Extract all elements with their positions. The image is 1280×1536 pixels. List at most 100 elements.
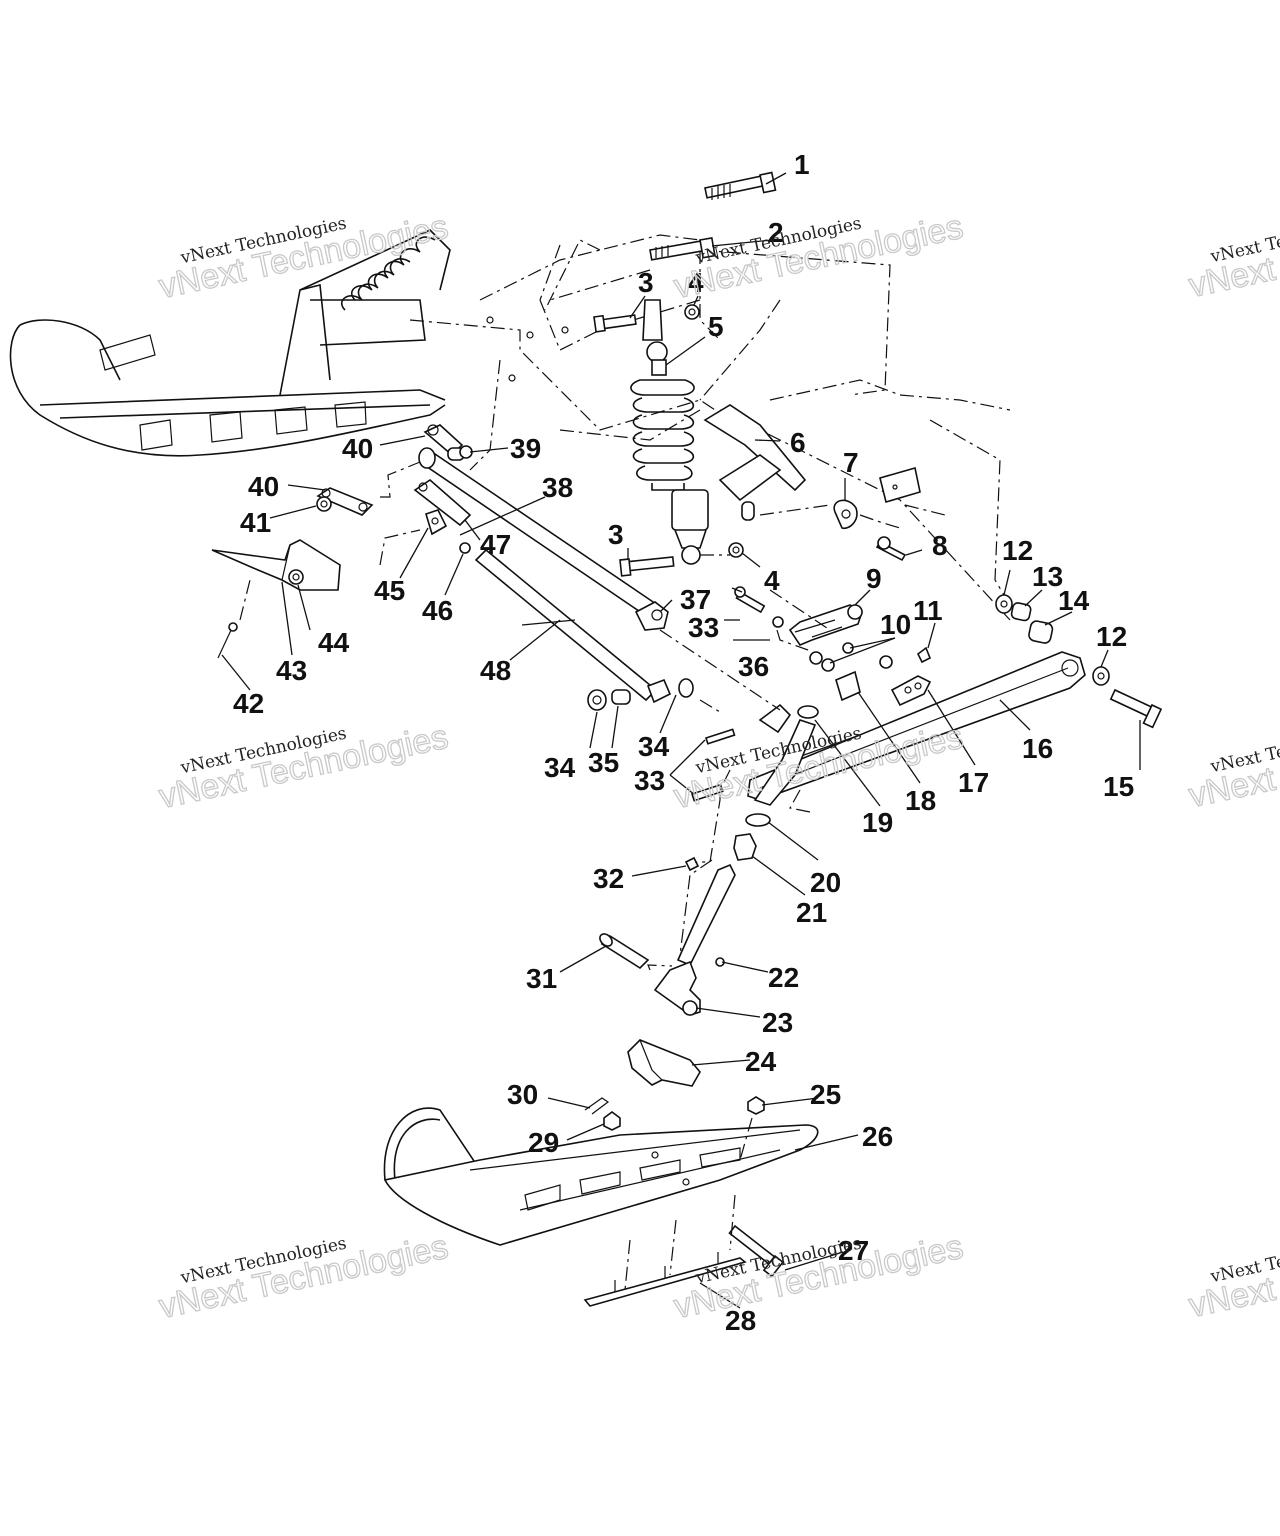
callout-36: 36 (738, 651, 769, 682)
part-28-wear-bar (583, 1252, 747, 1307)
callout-4: 4 (688, 267, 704, 298)
part-39-bushing (447, 445, 473, 461)
callout-12-left: 12 (1002, 535, 1033, 566)
callout-7: 7 (843, 447, 859, 478)
callout-47: 47 (480, 529, 511, 560)
callout-19: 19 (862, 807, 893, 838)
part-35-spacer (611, 689, 631, 705)
part-9-bracket (788, 604, 863, 646)
callout-33-upper: 33 (688, 612, 719, 643)
part-2-bolt (649, 236, 716, 261)
callout-9: 9 (866, 563, 882, 594)
callout-4-lower: 4 (764, 565, 780, 596)
callout-40-lower: 40 (248, 471, 279, 502)
part-42-screw (217, 622, 238, 659)
part-7-bumper (833, 466, 921, 530)
callout-23: 23 (762, 1007, 793, 1038)
part-17-plate (890, 675, 932, 707)
background-spring (340, 236, 436, 311)
callout-16: 16 (1022, 733, 1053, 764)
frame-bulkhead (409, 234, 1011, 621)
callout-43: 43 (276, 655, 307, 686)
leader-lines (221, 172, 1141, 1309)
callout-27: 27 (838, 1235, 869, 1266)
part-45-clevis (425, 509, 448, 536)
watermark: vNext Technologies vNext Technologies (670, 207, 967, 307)
callout-35: 35 (588, 747, 619, 778)
callout-34-left: 34 (544, 752, 576, 783)
callout-41: 41 (240, 507, 271, 538)
callout-24: 24 (745, 1046, 777, 1077)
callout-30: 30 (507, 1079, 538, 1110)
part-43-bracket (211, 539, 341, 591)
callout-labels: 1 2 3 4 5 6 7 8 9 10 11 12 13 14 12 15 1… (233, 149, 1134, 1336)
callout-20: 20 (810, 867, 841, 898)
callout-5: 5 (708, 311, 724, 342)
callout-22: 22 (768, 962, 799, 993)
part-14-bushing (1028, 620, 1054, 644)
part-12-washer-left (995, 594, 1013, 614)
part-15-bolt (1109, 688, 1163, 729)
callout-18: 18 (905, 785, 936, 816)
callout-3-lower: 3 (608, 519, 624, 550)
part-3-bolt-lower (619, 556, 675, 577)
callout-31: 31 (526, 963, 557, 994)
watermark: vNext Technologies vNext Technologies (1185, 206, 1280, 306)
part-10-nut (842, 642, 854, 654)
callout-44: 44 (318, 627, 350, 658)
part-32-nut (684, 856, 700, 872)
part-44-nut (288, 569, 304, 585)
part-19-spindle-housing (753, 703, 819, 806)
callout-1: 1 (794, 149, 810, 180)
callout-21: 21 (796, 897, 827, 928)
assembly-lines (239, 239, 1005, 1291)
part-30-cotter-pin (584, 1097, 610, 1115)
part-11-grease-fitting (916, 646, 932, 664)
part-37-rod-end (634, 601, 669, 631)
callout-48: 48 (480, 655, 511, 686)
watermark: vNext Technologies vNext Technologies (155, 717, 452, 817)
part-33-bolt-lower (690, 728, 736, 802)
callout-12-right: 12 (1096, 621, 1127, 652)
part-4-nut-upper (684, 304, 700, 320)
part-13-bushing (1010, 602, 1032, 622)
part-46-nut (459, 542, 471, 554)
callout-34-right: 34 (638, 731, 670, 762)
part-20-washer (745, 813, 771, 827)
callout-17: 17 (958, 767, 989, 798)
part-1-bolt (704, 171, 777, 200)
callout-39: 39 (510, 433, 541, 464)
part-8-screw (875, 536, 907, 562)
callout-40-upper: 40 (342, 433, 373, 464)
part-26-ski (383, 1107, 819, 1246)
part-16-control-arm (747, 651, 1086, 801)
callout-33-lower: 33 (634, 765, 665, 796)
callout-10: 10 (880, 609, 911, 640)
part-23-spindle (653, 863, 736, 1016)
watermark: vNext Technologies vNext Technologies (1185, 716, 1280, 816)
callout-45: 45 (374, 575, 405, 606)
part-21-bushing (733, 833, 757, 861)
part-29-nut (603, 1111, 621, 1131)
callout-32: 32 (593, 863, 624, 894)
callout-38: 38 (542, 472, 573, 503)
callout-11: 11 (913, 595, 943, 626)
callout-26: 26 (862, 1121, 893, 1152)
callout-14: 14 (1058, 585, 1090, 616)
part-6-steering-arm (703, 404, 807, 521)
part-5-shock-absorber (630, 299, 709, 565)
callout-29: 29 (528, 1127, 559, 1158)
callout-37: 37 (680, 584, 711, 615)
callout-15: 15 (1103, 771, 1134, 802)
part-25-nut (747, 1096, 765, 1115)
part-36-washer-nut (772, 616, 893, 672)
part-48-lower-radius-rod (474, 548, 694, 704)
callout-6: 6 (790, 427, 806, 458)
part-18-bracket (835, 670, 861, 702)
part-24-saddle (627, 1039, 701, 1087)
part-4-nut-lower (728, 542, 744, 558)
background-snowmobile (9, 229, 451, 457)
callout-42: 42 (233, 688, 264, 719)
part-41-nut (316, 496, 332, 512)
